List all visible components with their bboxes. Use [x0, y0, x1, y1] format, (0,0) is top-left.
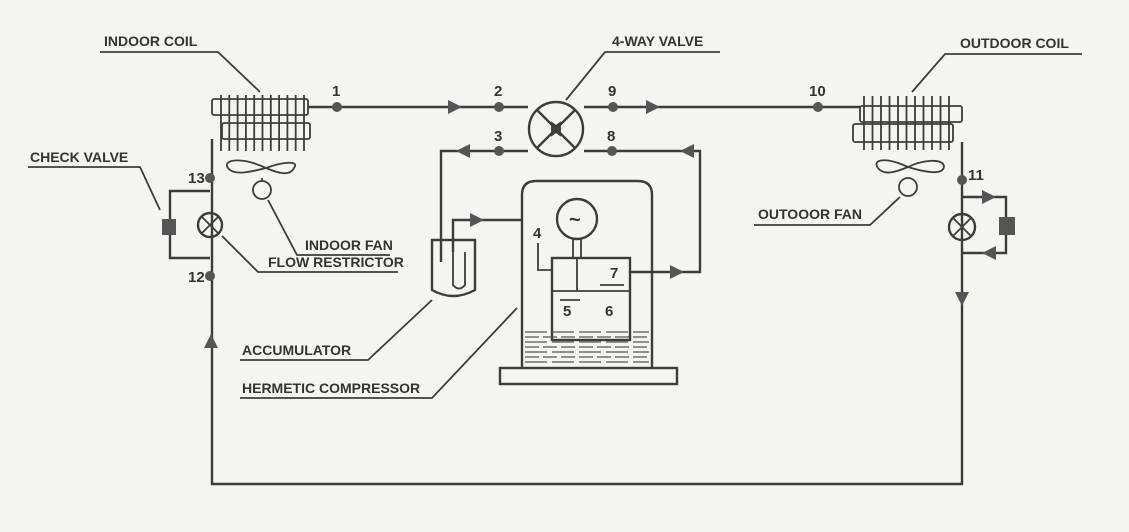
check-valve-label: CHECK VALVE [30, 149, 128, 165]
flow-arrow [982, 190, 996, 204]
point-12-label: 12 [188, 269, 205, 286]
point-13-label: 13 [188, 170, 205, 187]
outdoor-check-valve [999, 217, 1015, 235]
point-3-label: 3 [494, 128, 502, 145]
hermetic-compressor [498, 179, 679, 386]
outdoor-flow-restrictor [947, 212, 977, 242]
flow-arrows [204, 100, 996, 348]
flow-arrow [670, 265, 684, 279]
point-1-label: 1 [332, 83, 340, 100]
indoor-check-valve [162, 219, 176, 235]
flow-arrow [204, 334, 218, 348]
outdoor-fan [875, 159, 945, 197]
callouts [28, 51, 1082, 399]
four-way-valve-label: 4-WAY VALVE [612, 33, 703, 49]
point-2-label: 2 [494, 83, 502, 100]
flow-arrow [448, 100, 462, 114]
hermetic-compressor-label: HERMETIC COMPRESSOR [242, 380, 420, 396]
refrigerant-piping [168, 105, 1008, 486]
point-8-label: 8 [607, 128, 615, 145]
motor-icon [555, 197, 599, 241]
point-10-label: 10 [809, 83, 826, 100]
indoor-fan-label: INDOOR FAN [305, 237, 393, 253]
indoor-coil-label: INDOOR COIL [104, 33, 198, 49]
flow-restrictor-label: FLOW RESTRICTOR [268, 254, 404, 270]
flow-arrow [982, 246, 996, 260]
point-6-label: 6 [605, 303, 613, 320]
point-5-label: 5 [563, 303, 571, 320]
point-9-label: 9 [608, 83, 616, 100]
accumulator-label: ACCUMULATOR [242, 342, 351, 358]
state-points [205, 102, 967, 281]
outdoor-coil-label: OUTDOOR COIL [960, 35, 1069, 51]
flow-arrow [456, 144, 470, 158]
motor-symbol: ~ [569, 209, 581, 231]
indoor-flow-restrictor [196, 211, 224, 239]
indoor-coil [211, 95, 311, 151]
accumulator [430, 238, 477, 298]
point-7-label: 7 [610, 265, 618, 282]
flow-arrow [955, 292, 969, 306]
flow-arrow [470, 213, 484, 227]
point-11-label: 11 [968, 167, 984, 184]
point-4-label: 4 [533, 225, 542, 242]
four-way-valve [527, 100, 585, 158]
outdoor-fan-label: OUTOOOR FAN [758, 206, 862, 222]
outdoor-coil [852, 96, 963, 150]
flow-arrow [680, 144, 694, 158]
flow-arrow [646, 100, 660, 114]
indoor-fan [225, 159, 297, 200]
